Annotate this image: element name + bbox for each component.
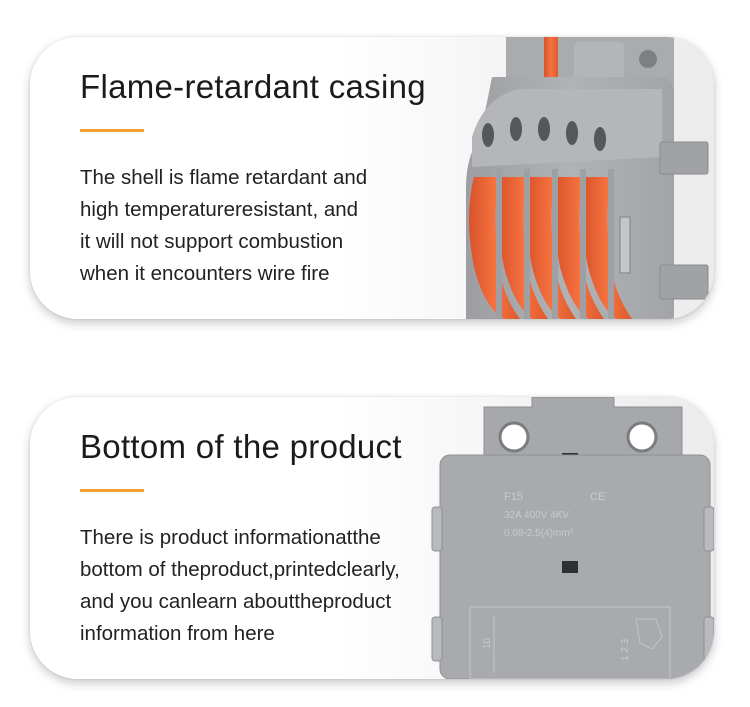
card-description: There is product informationatthe bottom…	[80, 522, 460, 650]
card-title: Flame-retardant casing	[80, 68, 426, 105]
lever-diagram-icon	[635, 618, 663, 650]
card-description: The shell is flame retardant and high te…	[80, 162, 460, 290]
connector-side-view-image	[424, 37, 714, 319]
connector-side-illustration	[466, 37, 709, 319]
lever-top	[544, 37, 558, 82]
connector-bottom-illustration: F15 CE 32A 400V 4KV 0.08-2.5(4)mm² 10 1 …	[431, 397, 714, 679]
title-underline	[80, 129, 144, 133]
connector-bottom-view-image: F15 CE 32A 400V 4KV 0.08-2.5(4)mm² 10 1 …	[424, 397, 714, 679]
description-line: There is product informationatthe	[80, 526, 381, 550]
ce-marking: CE	[590, 491, 605, 503]
card-title: Bottom of the product	[80, 428, 402, 465]
feature-text: Bottom of the product There is product i…	[80, 428, 460, 650]
steps-marking: 1 2 3	[620, 638, 631, 661]
description-line: high temperatureresistant, and	[80, 198, 359, 222]
description-line: it will not support combustion	[80, 230, 344, 254]
description-line: The shell is flame retardant and	[80, 166, 368, 190]
description-line: information from here	[80, 622, 275, 646]
feature-text: Flame-retardant casing The shell is flam…	[80, 68, 460, 290]
strip-length-marking: 10	[482, 637, 493, 649]
feature-card-product-bottom: Bottom of the product There is product i…	[30, 397, 714, 679]
title-underline	[80, 489, 144, 493]
description-line: when it encounters wire fire	[80, 262, 330, 286]
model-marking: F15	[504, 491, 523, 503]
description-line: bottom of theproduct,printedclearly,	[80, 558, 400, 582]
orange-levers	[469, 177, 632, 319]
feature-card-flame-retardant: Flame-retardant casing The shell is flam…	[30, 37, 714, 319]
description-line: and you canlearn abouttheproduct	[80, 590, 392, 614]
rating-marking: 32A 400V 4KV	[504, 510, 569, 521]
wire-gauge-marking: 0.08-2.5(4)mm²	[504, 528, 574, 539]
